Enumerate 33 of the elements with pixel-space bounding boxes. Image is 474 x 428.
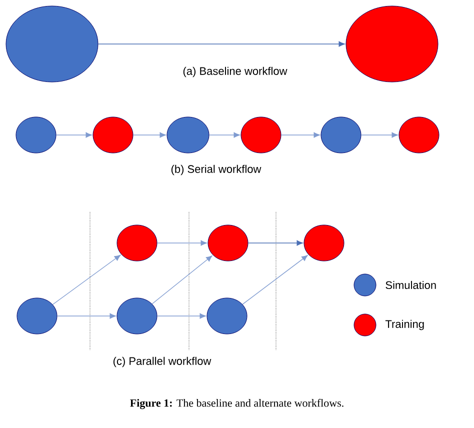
arrow (242, 255, 308, 305)
arrow (132, 132, 166, 138)
arrow (56, 132, 92, 138)
workflow-circle (16, 116, 56, 154)
legend-label: Training (385, 320, 424, 330)
workflow-circle (240, 116, 282, 154)
workflow-circle (320, 116, 362, 154)
workflow-circle (166, 116, 210, 154)
arrow (152, 256, 212, 304)
caption: Figure 1: The baseline and alternate workflows. (130, 398, 344, 410)
workflow-circle (346, 6, 438, 82)
arrow (248, 240, 303, 246)
legend-label: Simulation (386, 280, 436, 290)
arrow (56, 313, 116, 319)
subfigure-label: (a) Baseline workflow (183, 66, 288, 78)
arrow (156, 240, 207, 246)
arrow (360, 132, 398, 138)
workflow-circle (16, 298, 58, 334)
arrow (280, 132, 320, 138)
arrow (98, 41, 345, 47)
subfigure-label: (b) Serial workflow (171, 164, 262, 176)
subfigure-label: (c) Parallel workflow (113, 356, 212, 368)
workflow-circle (6, 6, 98, 82)
arrow (208, 132, 240, 138)
arrow (52, 254, 121, 305)
workflow-circle (206, 298, 248, 334)
workflow-circle (92, 116, 134, 154)
workflow-circle (398, 116, 440, 154)
workflow-circle (116, 224, 158, 262)
arrow (156, 313, 206, 319)
workflow-circle (304, 224, 344, 262)
workflow-circle (208, 224, 248, 262)
workflow-circle (116, 298, 158, 334)
